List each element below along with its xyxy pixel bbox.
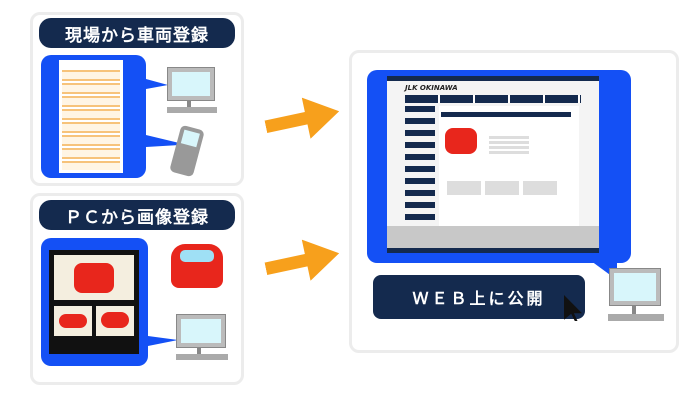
publish-on-web-label: ＷＥＢ上に公開: [373, 275, 585, 319]
form-sheet-bubble: [41, 55, 146, 178]
field-registration-panel: 現場から車両登録: [30, 12, 244, 186]
arrow-right-icon: [261, 233, 343, 290]
car-icon: [171, 244, 223, 288]
image-set-bubble: [41, 238, 148, 366]
pc-image-registration-title: ＰＣから画像登録: [39, 200, 235, 230]
mobile-phone-icon: [169, 124, 205, 178]
pc-image-registration-panel: ＰＣから画像登録: [30, 193, 244, 385]
car-photo-side: [59, 314, 87, 328]
web-publish-panel: JLK OKINAWA ＷＥＢ上に公開: [349, 50, 679, 353]
car-photo-front: [74, 263, 114, 293]
car-photo-rear: [101, 312, 129, 328]
website-screenshot: JLK OKINAWA: [387, 76, 599, 253]
website-preview-bubble: JLK OKINAWA: [367, 70, 631, 263]
field-registration-title: 現場から車両登録: [39, 18, 235, 48]
pc-monitor-icon: [604, 268, 666, 328]
pc-monitor-icon: [173, 314, 233, 366]
pc-monitor-icon: [163, 67, 223, 117]
form-sheet: [59, 60, 123, 173]
arrow-right-icon: [261, 91, 343, 148]
site-logo: JLK OKINAWA: [405, 84, 458, 92]
